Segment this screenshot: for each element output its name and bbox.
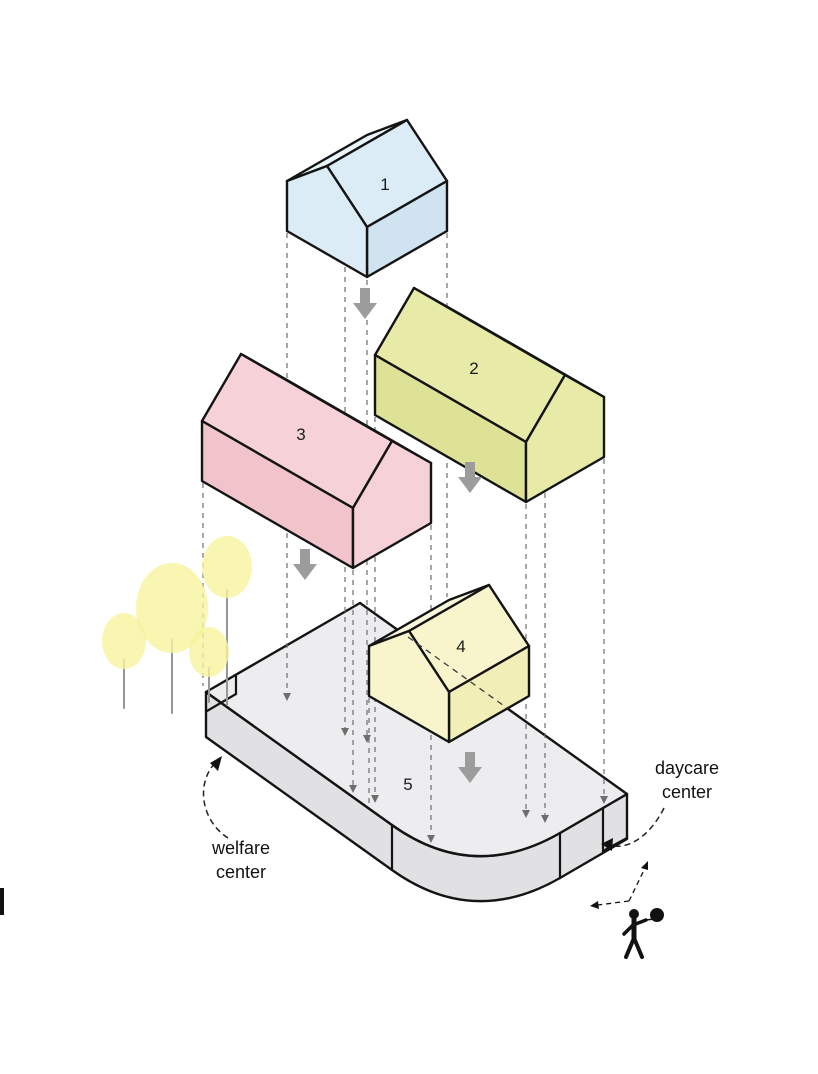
daycare-callout-arrow: [607, 807, 665, 847]
view-direction-ray-left: [597, 900, 630, 906]
building-4-gable: [367, 629, 451, 744]
projection-arrowhead: [541, 815, 549, 823]
view-ray-arrowhead-up: [641, 861, 648, 870]
person-head: [629, 909, 639, 919]
daycare-step-edge: [601, 806, 629, 853]
projection-arrowhead: [363, 735, 371, 743]
projection-arrowhead: [341, 728, 349, 736]
building-2-gable: [524, 373, 606, 504]
down-arrow-icon: [353, 288, 377, 319]
projection-arrowhead: [522, 810, 530, 818]
person-arm-left: [622, 923, 635, 936]
building-3-gable: [351, 439, 433, 570]
person-leg-right: [632, 936, 644, 959]
daycare-arrowhead: [601, 838, 613, 851]
drop-arrows: [293, 288, 482, 783]
page-edge-mark: [0, 888, 4, 915]
tree-canopy: [202, 536, 252, 598]
base-label: 5: [403, 775, 412, 794]
projection-arrowhead: [283, 693, 291, 701]
projection-arrowhead: [371, 795, 379, 803]
building-1-gable: [285, 164, 369, 279]
trees: [102, 536, 252, 714]
welfare-annotation: welfare center: [202, 756, 270, 882]
projection-arrowhead: [600, 796, 608, 804]
building-4-label: 4: [456, 637, 465, 656]
hidden-base-edge: [407, 636, 508, 709]
welfare-label-line1: welfare: [211, 838, 270, 858]
tree-canopy: [136, 563, 208, 653]
welfare-label-line2: center: [216, 862, 266, 882]
building-2-label: 2: [469, 359, 478, 378]
building-3-label: 3: [296, 425, 305, 444]
building-3: 3: [200, 352, 433, 570]
projection-arrowhead: [349, 785, 357, 793]
welfare-arrowhead: [210, 756, 222, 771]
down-arrow-icon: [458, 462, 482, 493]
welfare-step-edge: [205, 674, 238, 713]
projection-arrowhead: [427, 835, 435, 843]
person-arm-right: [631, 918, 648, 927]
down-arrow-icon: [293, 549, 317, 580]
daycare-label-line2: center: [662, 782, 712, 802]
view-direction-ray-up: [628, 865, 647, 902]
daycare-annotation: daycare center: [601, 758, 719, 851]
tree-canopy: [189, 627, 229, 677]
balloon: [650, 908, 664, 922]
daycare-label-line1: daycare: [655, 758, 719, 778]
base-top-face: [204, 601, 629, 858]
building-2: 2: [373, 286, 606, 504]
down-arrow-icon: [458, 752, 482, 783]
building-4: 4: [367, 583, 531, 744]
tree-canopy: [102, 613, 146, 669]
building-1-label: 1: [380, 175, 389, 194]
base-slab: 5: [204, 601, 629, 903]
building-1: 1: [285, 118, 449, 279]
person-leg-left: [624, 936, 636, 959]
person-with-balloon-icon: [590, 861, 664, 959]
view-ray-arrowhead-left: [590, 901, 599, 909]
welfare-callout-arrow: [202, 761, 229, 839]
